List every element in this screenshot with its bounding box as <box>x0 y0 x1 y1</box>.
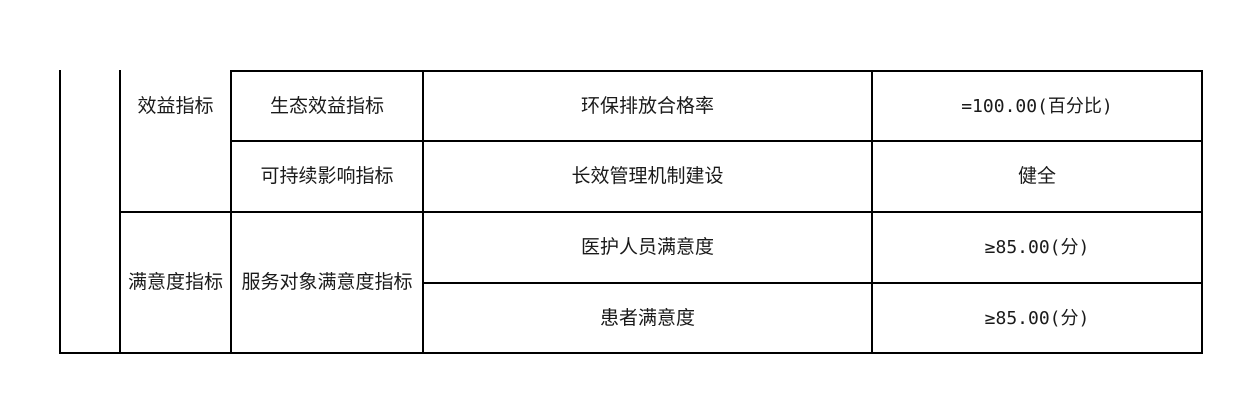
indicator-cell: 长效管理机制建设 <box>424 142 871 211</box>
row-divider <box>119 211 1203 213</box>
indicator-label: 长效管理机制建设 <box>571 165 724 187</box>
table-bottom-border <box>59 352 1203 354</box>
table-left-border <box>59 70 61 354</box>
subcategory-label: 可持续影响指标 <box>260 165 394 187</box>
row-divider <box>230 140 1203 142</box>
row-divider <box>230 70 1203 72</box>
indicator-label: 医护人员满意度 <box>580 236 714 258</box>
indicator-cell: 医护人员满意度 <box>424 213 871 282</box>
indicator-value: ≥85.00(分) <box>984 307 1090 329</box>
subcategory-cell: 可持续影响指标 <box>232 142 422 211</box>
subcategory-label: 生态效益指标 <box>269 94 384 117</box>
indicator-value: =100.00(百分比) <box>961 95 1113 117</box>
indicator-value: ≥85.00(分) <box>984 237 1090 258</box>
subcategory-label: 服务对象满意度指标 <box>241 271 413 293</box>
indicator-cell: 患者满意度 <box>424 284 871 352</box>
value-cell: =100.00(百分比) <box>873 72 1201 140</box>
row-divider <box>422 282 1203 284</box>
value-cell: 健全 <box>873 142 1201 211</box>
category-label: 满意度指标 <box>127 271 223 293</box>
indicator-label: 环保排放合格率 <box>580 94 714 117</box>
indicator-value: 健全 <box>1017 165 1056 187</box>
indicator-cell: 环保排放合格率 <box>424 72 871 140</box>
subcategory-cell: 生态效益指标 <box>232 72 422 140</box>
category-label: 效益指标 <box>137 94 214 117</box>
category-cell: 效益指标 <box>121 72 230 140</box>
subcategory-cell: 服务对象满意度指标 <box>234 213 420 352</box>
indicator-label: 患者满意度 <box>599 306 695 329</box>
category-cell: 满意度指标 <box>123 213 228 352</box>
value-cell: ≥85.00(分) <box>873 213 1201 282</box>
value-cell: ≥85.00(分) <box>873 284 1201 352</box>
